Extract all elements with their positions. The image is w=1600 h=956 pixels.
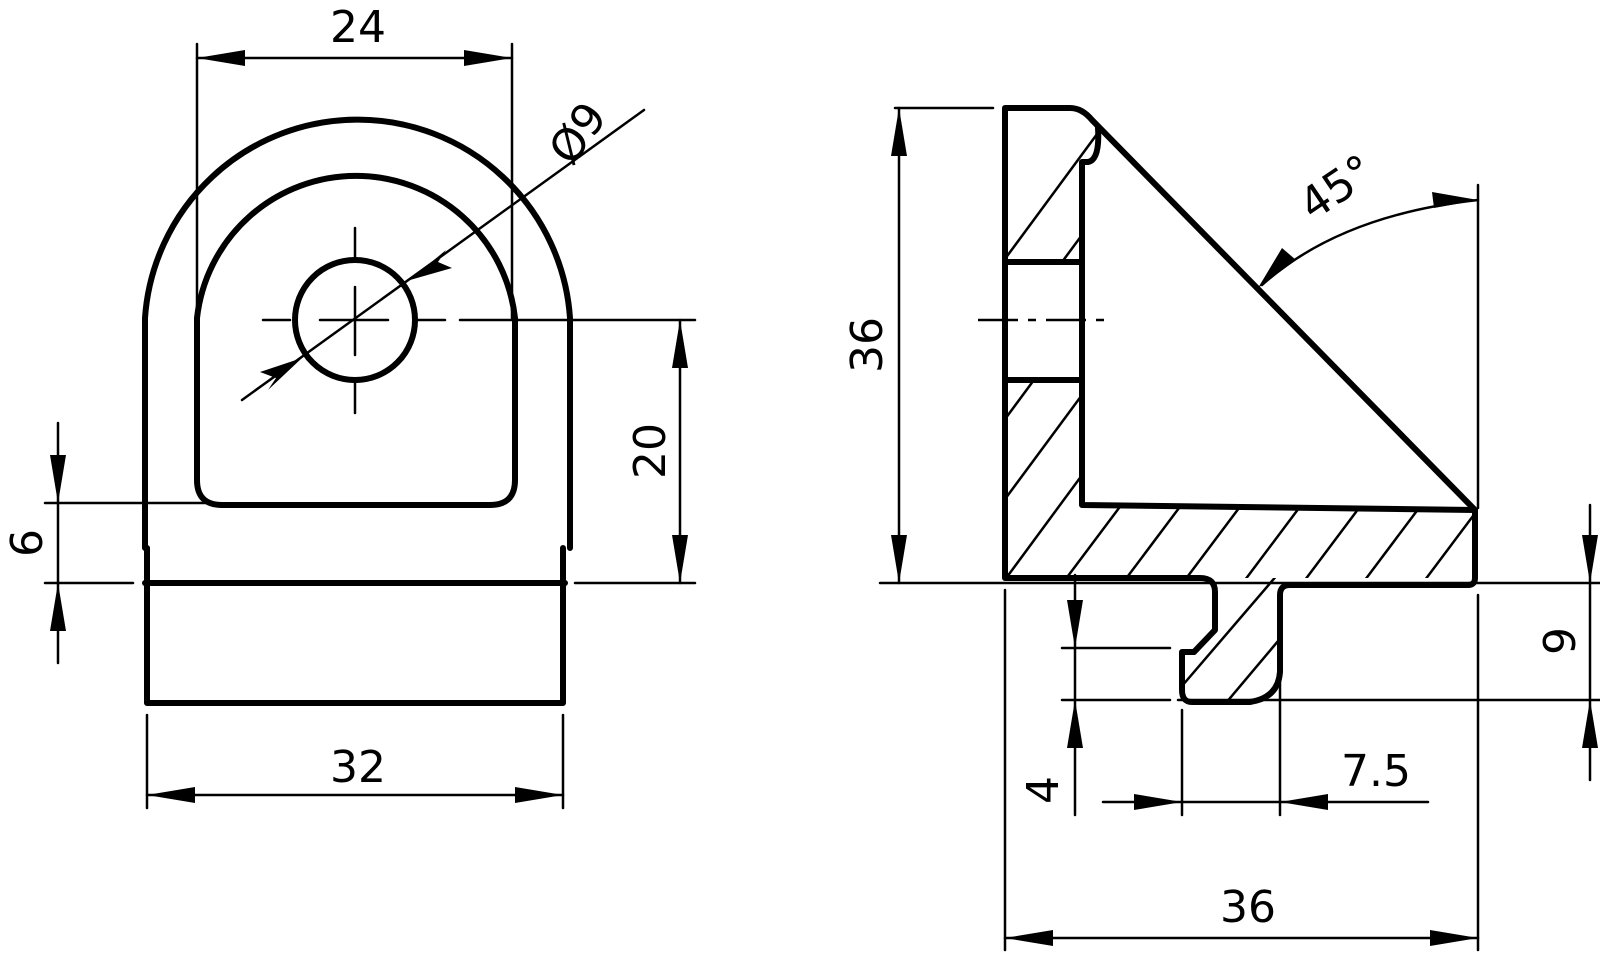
dim-line-diameter bbox=[240, 108, 646, 402]
side-view: 36 45° 9 4 7.5 36 bbox=[842, 105, 1600, 952]
front-hole bbox=[292, 257, 418, 383]
arrow-icon bbox=[1430, 930, 1478, 946]
dim-label-tab-step: 4 bbox=[1018, 776, 1069, 804]
arrow-icon bbox=[464, 50, 512, 66]
dim-label-height: 36 bbox=[842, 317, 893, 373]
arrow-icon bbox=[410, 250, 452, 280]
dim-label-total-width: 36 bbox=[1220, 882, 1276, 933]
dim-label-hole-height: 20 bbox=[625, 423, 676, 479]
arrow-icon bbox=[891, 108, 907, 156]
arrow-icon bbox=[672, 320, 688, 368]
arrow-icon bbox=[197, 50, 245, 66]
arrow-icon bbox=[1258, 248, 1296, 288]
front-base bbox=[144, 545, 566, 706]
arrow-icon bbox=[50, 455, 66, 503]
dim-label-angle: 45° bbox=[1290, 145, 1383, 231]
arrow-icon bbox=[50, 583, 66, 631]
arrow-icon bbox=[515, 787, 563, 803]
front-inner-slot bbox=[194, 172, 518, 508]
arrow-icon bbox=[1280, 794, 1328, 810]
arrow-icon bbox=[260, 358, 302, 390]
arrow-icon bbox=[891, 535, 907, 583]
arrow-icon bbox=[1067, 600, 1083, 648]
arrow-icon bbox=[1067, 700, 1083, 748]
front-outer-outline bbox=[142, 116, 573, 551]
dim-label-tab-width: 7.5 bbox=[1341, 746, 1411, 797]
dim-label-diameter: Ø9 bbox=[539, 93, 617, 174]
arrow-icon bbox=[1005, 930, 1053, 946]
dim-label-base-step: 6 bbox=[2, 529, 53, 557]
dim-label-width-top: 24 bbox=[330, 2, 386, 53]
arrow-icon bbox=[672, 535, 688, 583]
front-view: 24 Ø9 20 6 32 bbox=[2, 2, 697, 810]
arrow-icon bbox=[1582, 535, 1598, 583]
arrow-icon bbox=[147, 787, 195, 803]
arrow-icon bbox=[1432, 192, 1478, 208]
arrow-icon bbox=[1134, 794, 1182, 810]
dim-label-tab-height: 9 bbox=[1535, 627, 1586, 655]
dim-label-width-bottom: 32 bbox=[330, 742, 386, 793]
angle-arc bbox=[1260, 198, 1480, 287]
inner-corner bbox=[1079, 125, 1478, 513]
arrow-icon bbox=[1582, 700, 1598, 748]
